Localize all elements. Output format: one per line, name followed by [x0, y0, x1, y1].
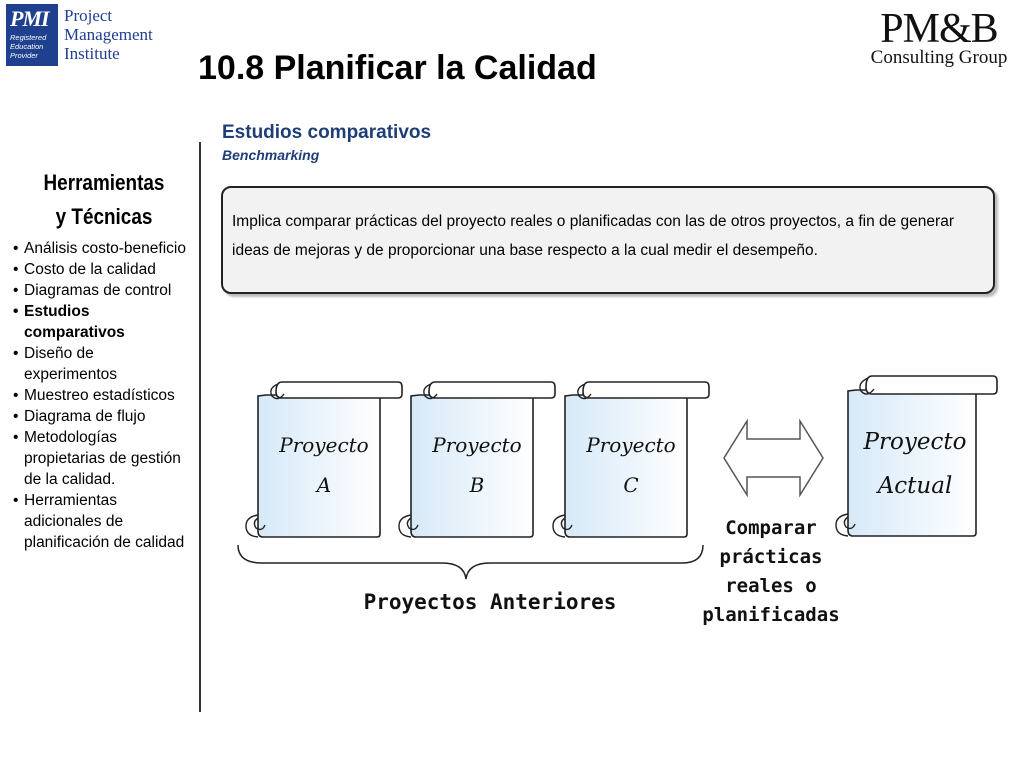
- pmb-logo-main: PM&B: [880, 6, 998, 52]
- scroll-label-line: Proyecto: [863, 429, 967, 455]
- tool-item-costo-calidad: Costo de la calidad: [12, 259, 188, 280]
- scroll-label-c: Proyecto C: [575, 425, 687, 505]
- scroll-proyecto-a: [245, 381, 403, 538]
- compare-label: Comparar prácticas reales o planificadas: [696, 514, 846, 630]
- scroll-label-actual: Proyecto Actual: [856, 420, 974, 508]
- pmi-name-line: Management: [64, 25, 153, 44]
- scroll-label-line: Proyecto: [279, 433, 369, 457]
- compare-label-line: prácticas: [719, 546, 823, 568]
- pmi-logo-mark: PMI: [10, 6, 50, 31]
- pmi-registered-text: Registered: [10, 33, 47, 42]
- tools-list: Análisis costo-beneficio Costo de la cal…: [12, 238, 188, 553]
- description-text: Implica comparar prácticas del proyecto …: [232, 213, 954, 259]
- sidebar-heading-line: Herramientas: [43, 170, 165, 195]
- pmb-logo: PM&B Consulting Group: [864, 8, 1014, 70]
- pmi-provider-text: Provider: [10, 51, 38, 60]
- tool-item-analisis-costo-beneficio: Análisis costo-beneficio: [12, 238, 188, 259]
- scroll-label-line: Actual: [877, 473, 953, 499]
- compare-label-line: Comparar: [725, 517, 817, 539]
- tool-item-diseno-experimentos: Diseño de experimentos: [12, 343, 188, 385]
- pmi-name-line: Project: [64, 6, 113, 25]
- scroll-label-line: A: [316, 473, 332, 497]
- curly-brace-icon: [237, 544, 704, 580]
- pmb-logo-sub: Consulting Group: [870, 47, 1008, 68]
- sidebar-divider: [199, 142, 201, 712]
- tool-item-diagrama-flujo: Diagrama de flujo: [12, 406, 188, 427]
- pmi-name-line: Institute: [64, 44, 120, 63]
- scroll-label-a: Proyecto A: [268, 425, 380, 505]
- scroll-proyecto-b: [398, 381, 556, 538]
- compare-label-line: reales o: [725, 575, 817, 597]
- pmi-name: Project Management Institute: [64, 6, 153, 63]
- section-title: Estudios comparativos: [222, 122, 432, 143]
- description-box: [221, 186, 995, 294]
- tool-item-estudios-comparativos: Estudios comparativos: [12, 301, 188, 343]
- pmi-badge: PMI Registered Education Provider: [6, 4, 58, 66]
- tool-item-herramientas-adicionales: Herramientas adicionales de planificació…: [12, 490, 188, 553]
- pmi-education-text: Education: [10, 42, 44, 51]
- previous-projects-label: Proyectos Anteriores: [363, 590, 617, 614]
- tool-item-muestreo-estadisticos: Muestreo estadísticos: [12, 385, 188, 406]
- scroll-proyecto-c: [552, 381, 710, 538]
- sidebar-heading: Herramientas y Técnicas: [27, 166, 182, 234]
- scroll-label-line: C: [623, 473, 639, 497]
- section-subtitle: Benchmarking: [222, 147, 320, 163]
- page-title: 10.8 Planificar la Calidad: [198, 49, 597, 87]
- tool-item-metodologias-propietarias: Metodologías propietarias de gestión de …: [12, 427, 188, 490]
- scroll-label-line: B: [469, 473, 485, 497]
- pmi-logo: PMI Registered Education Provider Projec…: [6, 4, 153, 66]
- scroll-label-line: Proyecto: [432, 433, 522, 457]
- scroll-proyecto-actual: [835, 375, 998, 537]
- scroll-label-line: Proyecto: [586, 433, 676, 457]
- double-arrow-icon: [723, 418, 824, 498]
- compare-label-line: planificadas: [702, 604, 840, 626]
- scroll-label-b: Proyecto B: [421, 425, 533, 505]
- tool-item-diagramas-control: Diagramas de control: [12, 280, 188, 301]
- sidebar-heading-line: y Técnicas: [55, 204, 153, 229]
